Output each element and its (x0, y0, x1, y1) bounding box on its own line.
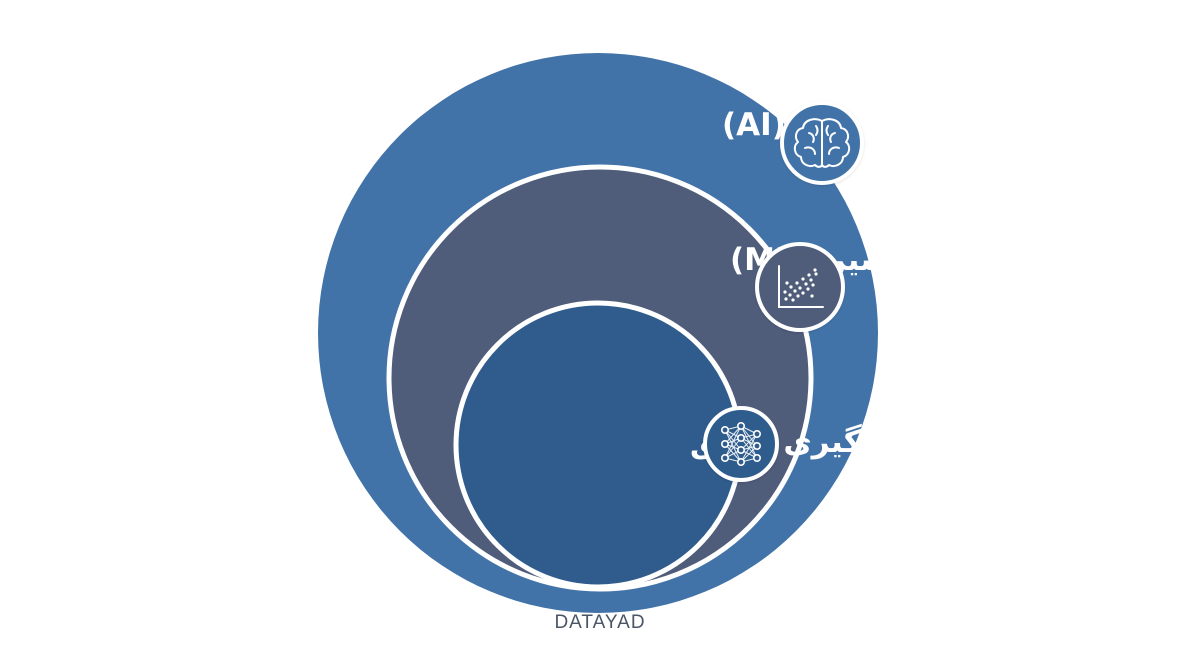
brain-icon (780, 101, 864, 185)
neural-network-icon (703, 406, 779, 482)
scatter-plot-icon (755, 242, 845, 332)
brand-watermark: DATAYAD (554, 612, 646, 633)
ai-label: هوش مصنوعی (AI) (722, 107, 1026, 143)
